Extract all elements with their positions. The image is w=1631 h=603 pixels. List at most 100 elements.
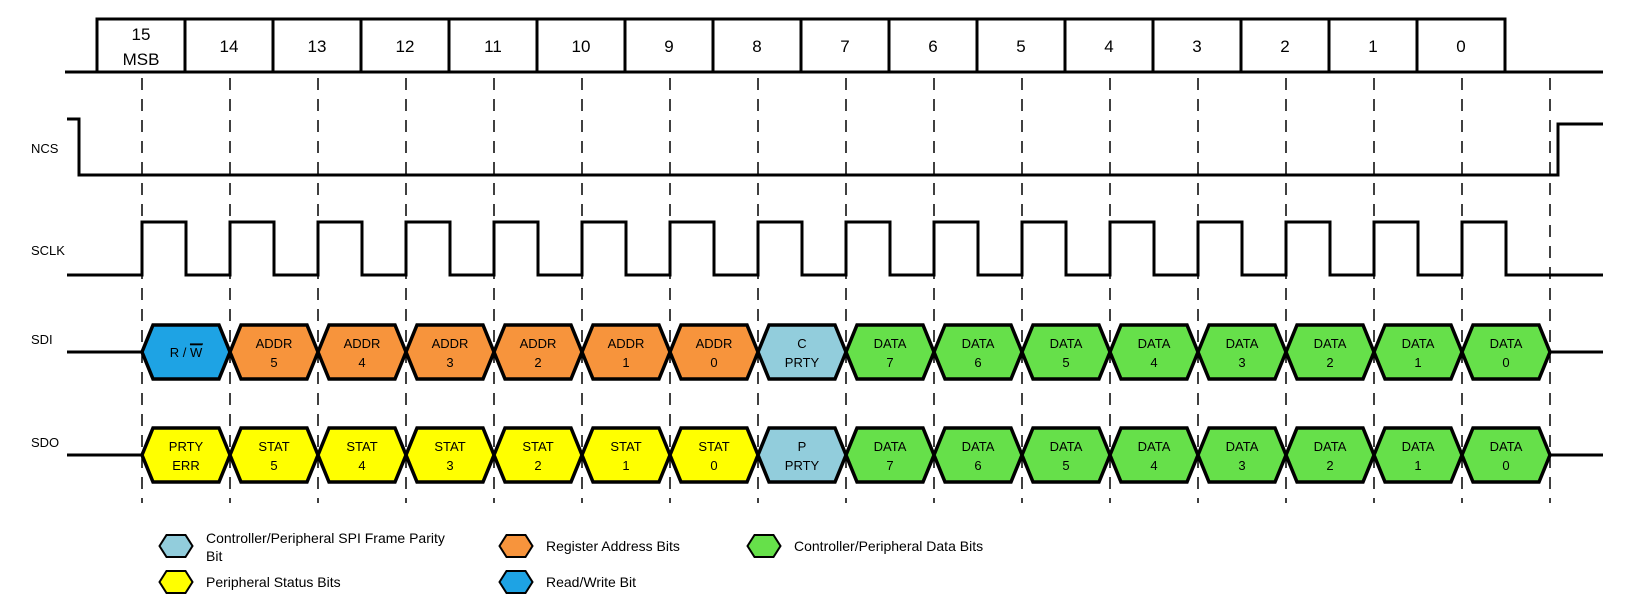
sdi-segment-shape — [492, 323, 584, 381]
sdi-segment-label-bottom: 5 — [270, 355, 277, 370]
sdi-segment: DATA 2 — [1284, 323, 1376, 381]
sdo-segment-label-bottom: 1 — [622, 458, 629, 473]
sdi-segment-label-bottom: 3 — [1238, 355, 1245, 370]
sdo-segment-label-top: DATA — [1314, 439, 1347, 454]
sdo-segment-label-bottom: 1 — [1414, 458, 1421, 473]
sdi-segment-shape — [1460, 323, 1552, 381]
sdi-segment-label-bottom: 4 — [358, 355, 365, 370]
bit-cell-0 — [1415, 17, 1507, 74]
sdi-segment-label-top: ADDR — [344, 336, 381, 351]
sdo-segment-shape — [228, 426, 320, 484]
sdo-segment-shape — [668, 426, 760, 484]
sdo-segment-label-top: PRTY — [169, 439, 204, 454]
sdo-segment-label-bottom: 3 — [1238, 458, 1245, 473]
sdo-segment-label-bottom: 2 — [534, 458, 541, 473]
sdi-segment-shape — [1196, 323, 1288, 381]
sdi-segment: ADDR 4 — [316, 323, 408, 381]
sdi-segment-shape — [756, 323, 848, 381]
sdo-segment-label-top: STAT — [698, 439, 729, 454]
sdi-segment-label-bottom: 1 — [1414, 355, 1421, 370]
bit-number: 10 — [572, 37, 591, 56]
sdi-segment-shape — [1020, 323, 1112, 381]
sdo-segment-label-top: DATA — [1138, 439, 1171, 454]
sdi-segment-label-bottom: 6 — [974, 355, 981, 370]
sdo-segment-shape — [1284, 426, 1376, 484]
signal-label-sdo: SDO — [31, 435, 59, 450]
sdi-segment-shape — [316, 323, 408, 381]
sdi-segment-shape — [580, 323, 672, 381]
legend: Controller/Peripheral SPI Frame ParityBi… — [158, 530, 983, 594]
sdo-segment-shape — [1196, 426, 1288, 484]
sdo-segment-label-top: DATA — [874, 439, 907, 454]
legend-swatch — [498, 534, 534, 558]
legend-item-parity: Controller/Peripheral SPI Frame ParityBi… — [158, 530, 445, 564]
bit-number: 1 — [1368, 37, 1377, 56]
sdi-segment: DATA 6 — [932, 323, 1024, 381]
sdi-segment-label-bottom: 2 — [1326, 355, 1333, 370]
sdo-segment-shape — [492, 426, 584, 484]
sdo-segment-label-bottom: ERR — [172, 458, 199, 473]
bit-number: 15 — [132, 25, 151, 44]
sdi-segment-label-top: DATA — [962, 336, 995, 351]
sdi-segment-label-bottom: 0 — [710, 355, 717, 370]
bit-msb-label: MSB — [123, 50, 160, 69]
sdo-segment-label-top: DATA — [1050, 439, 1083, 454]
sdi-segment-label-bottom: 5 — [1062, 355, 1069, 370]
sdo-segment-shape — [844, 426, 936, 484]
ncs-waveform — [67, 117, 1603, 177]
legend-swatch — [158, 570, 194, 594]
sdo-segment-label-top: DATA — [1226, 439, 1259, 454]
sdo-segment-label-bottom: 0 — [710, 458, 717, 473]
signal-label-sclk: SCLK — [31, 243, 65, 258]
legend-item-addr: Register Address Bits — [498, 534, 680, 558]
sdi-segment-label-bottom: 7 — [886, 355, 893, 370]
sdi-segment-shape — [932, 323, 1024, 381]
sdo-segment-shape — [756, 426, 848, 484]
sdi-segment-shape — [844, 323, 936, 381]
sdo-segment-label-bottom: 4 — [358, 458, 365, 473]
bit-number: 7 — [840, 37, 849, 56]
legend-swatch — [158, 534, 194, 558]
sdi-segment-shape — [1108, 323, 1200, 381]
sdo-segment-shape — [404, 426, 496, 484]
sdo-segment-label-top: DATA — [962, 439, 995, 454]
sdo-segment: DATA 3 — [1196, 426, 1288, 484]
legend-label: Controller/Peripheral Data Bits — [794, 538, 983, 554]
sdi-segment-label-bottom: 1 — [622, 355, 629, 370]
legend-item-data: Controller/Peripheral Data Bits — [746, 534, 983, 558]
sdi-segment-label-top: ADDR — [256, 336, 293, 351]
legend-item-rw: Read/Write Bit — [498, 570, 636, 594]
sdi-segment-label-top: DATA — [1314, 336, 1347, 351]
sdi-segment: ADDR 5 — [228, 323, 320, 381]
sdi-segment-label-top: ADDR — [432, 336, 469, 351]
legend-label: Register Address Bits — [546, 538, 680, 554]
sdi-segment-label-bottom: 4 — [1150, 355, 1157, 370]
bit-number: 4 — [1104, 37, 1113, 56]
rw-read-label: R / — [170, 345, 190, 360]
signal-label-sdi: SDI — [31, 332, 53, 347]
bit-number: 5 — [1016, 37, 1025, 56]
sdi-segment-label-bottom: 0 — [1502, 355, 1509, 370]
sdo-segment: STAT 0 — [668, 426, 760, 484]
sdi-segment-label-top: DATA — [874, 336, 907, 351]
signal-label-ncs: NCS — [31, 141, 59, 156]
sdo-segment: STAT 4 — [316, 426, 408, 484]
sdo-segment-shape — [932, 426, 1024, 484]
legend-label: Bit — [206, 548, 222, 564]
sdi-segment-shape — [228, 323, 320, 381]
sdo-segment-label-top: STAT — [346, 439, 377, 454]
sdo-segment-shape — [1020, 426, 1112, 484]
